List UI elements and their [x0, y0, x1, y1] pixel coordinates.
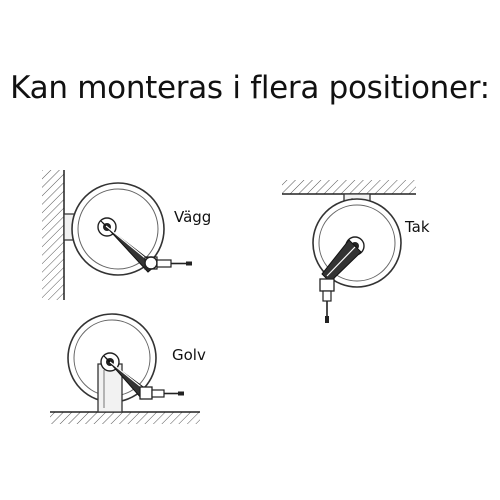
floor-mount-illustration	[50, 313, 200, 424]
ceiling-mount-illustration	[282, 180, 416, 323]
label-ceiling: Tak	[404, 218, 430, 236]
heading: Kan monteras i flera positioner:	[10, 70, 490, 106]
label-floor: Golv	[172, 346, 206, 364]
label-wall: Vägg	[174, 208, 211, 226]
wall-mount-illustration	[42, 170, 192, 300]
